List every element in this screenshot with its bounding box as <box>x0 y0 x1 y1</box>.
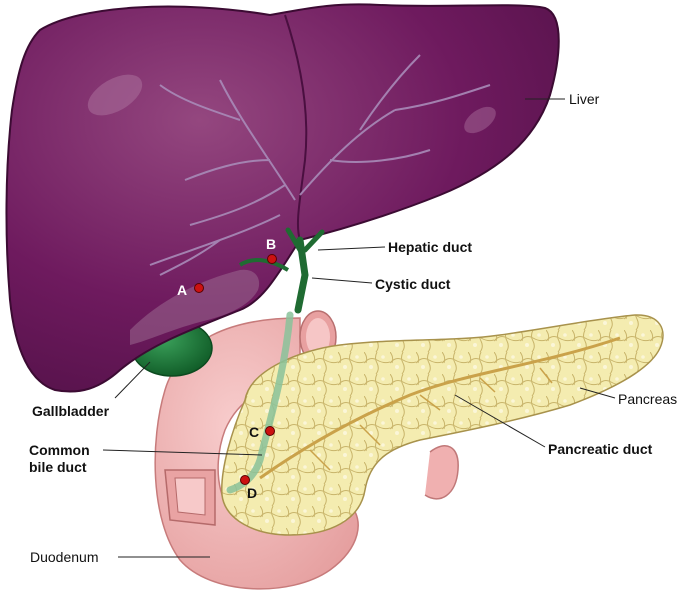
point-label-c: C <box>249 424 259 440</box>
label-pancreatic-duct: Pancreatic duct <box>548 441 653 457</box>
marker-c <box>265 426 275 436</box>
point-label-a: A <box>177 282 187 298</box>
label-cystic-duct: Cystic duct <box>375 276 451 292</box>
label-gallbladder: Gallbladder <box>32 403 110 419</box>
pancreas <box>221 314 664 536</box>
marker-d <box>240 475 250 485</box>
label-common-bile-duct-line1: Common <box>29 442 90 458</box>
label-common-bile-duct-line2: bile duct <box>29 459 87 475</box>
liver <box>5 3 560 393</box>
marker-b <box>267 254 277 264</box>
liver-vessels <box>149 54 491 276</box>
marker-points <box>194 254 277 485</box>
point-label-d: D <box>247 485 257 501</box>
marker-a <box>194 283 204 293</box>
leader-lines <box>102 98 616 558</box>
label-duodenum: Duodenum <box>30 549 99 565</box>
label-liver: Liver <box>569 91 600 107</box>
point-label-b: B <box>266 236 276 252</box>
label-pancreas: Pancreas <box>618 391 677 407</box>
label-hepatic-duct: Hepatic duct <box>388 239 472 255</box>
